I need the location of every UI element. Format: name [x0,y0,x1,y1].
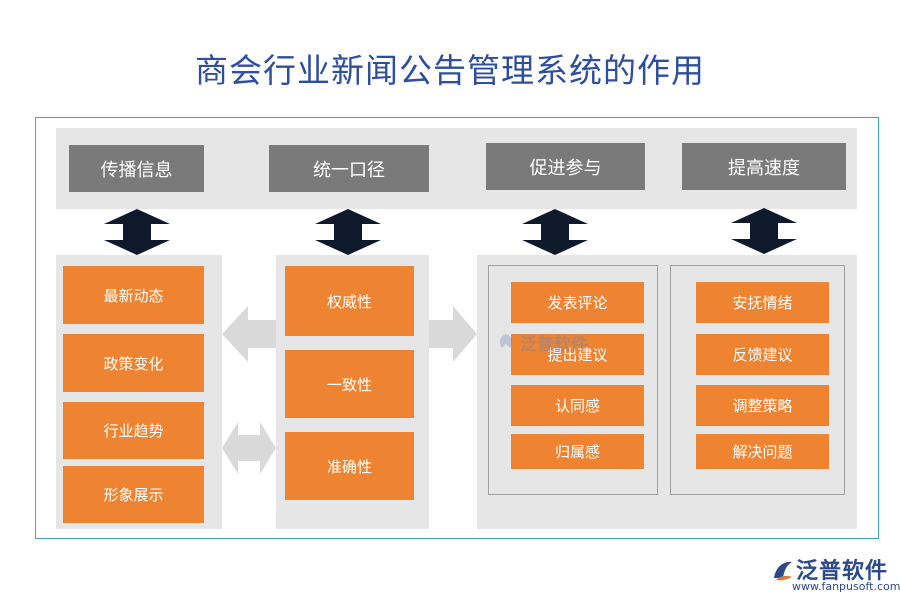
watermark-text: 泛普软件 [520,335,588,355]
double-arrow-icon [315,209,381,255]
item-solve-problems: 解决问题 [696,434,829,469]
double-arrow-icon [731,208,797,254]
item-belonging: 归属感 [511,434,644,469]
item-industry-trends: 行业趋势 [63,402,204,459]
item-make-suggestions: 提出建议 [511,334,644,375]
item-feedback-suggestions: 反馈建议 [696,334,829,375]
item-image-display: 形象展示 [63,466,204,523]
double-arrow-icon [104,209,170,255]
item-accuracy: 准确性 [285,432,414,500]
item-recognition: 认同感 [511,385,644,426]
item-consistency: 一致性 [285,350,414,418]
item-latest-news: 最新动态 [63,266,204,324]
fanpu-logo-icon [774,561,792,581]
item-authority: 权威性 [285,266,414,336]
left-arrow-icon [222,306,276,362]
diagram-frame [35,117,879,539]
header-promote-participation: 促进参与 [486,143,645,190]
item-soothe-emotions: 安抚情绪 [696,282,829,323]
logo-url: www.fanpusoft.com [792,580,900,593]
right-arrow-icon [429,306,477,362]
item-policy-changes: 政策变化 [63,334,204,392]
item-adjust-strategy: 调整策略 [696,385,829,426]
header-increase-speed: 提高速度 [682,143,846,190]
watermark-logo-icon [499,334,513,348]
header-spread-info: 传播信息 [69,145,204,192]
double-horizontal-arrow-icon [222,422,276,474]
double-arrow-icon [522,209,588,255]
page-title: 商会行业新闻公告管理系统的作用 [195,51,705,90]
header-unified-voice: 统一口径 [269,145,429,192]
logo-name: 泛普软件 [796,559,889,584]
item-post-comments: 发表评论 [511,282,644,323]
